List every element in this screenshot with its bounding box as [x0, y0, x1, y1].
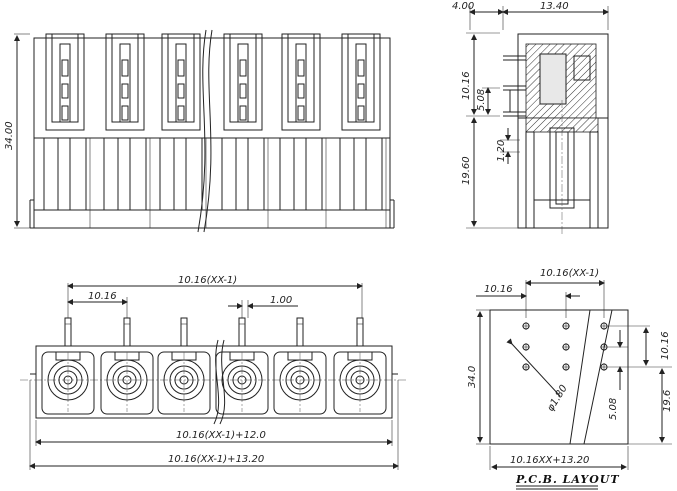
- bottom-unit: [333, 317, 387, 415]
- pcb-dim-row2: 5.08: [608, 398, 619, 420]
- pcb-dim-span: 10.16(XX-1): [540, 268, 599, 279]
- dim-10-16: 10.16: [461, 71, 472, 100]
- bottom-front-view: 10.16(XX-1) 10.16 1.00 10.16(XX-1)+12.0 …: [20, 275, 408, 470]
- pcb-dim-row: 10.16: [660, 331, 671, 360]
- dim-length-b: 10.16(XX-1)+13.20: [168, 454, 264, 465]
- front-unit: [221, 33, 269, 228]
- dim-1-20: 1.20: [496, 140, 507, 162]
- dim-length-a: 10.16(XX-1)+12.0: [176, 430, 266, 441]
- pcb-dim-hole: φ1.80: [545, 383, 570, 413]
- dim-pitch: 10.16: [88, 291, 117, 302]
- bottom-unit: [215, 317, 269, 415]
- pcb-dim-pitch: 10.16: [484, 284, 513, 295]
- top-front-view: 34.00: [4, 33, 395, 229]
- top-side-view: 4.00 13.40 10.16 19.60 5.08 1.20: [452, 1, 609, 236]
- bottom-unit: [100, 317, 154, 415]
- dim-19-60: 19.60: [461, 156, 472, 185]
- pcb-dim-width: 10.16XX+13.20: [510, 455, 589, 466]
- bottom-unit: [41, 317, 95, 415]
- bottom-unit: [273, 317, 327, 415]
- bottom-terminal-units: [41, 317, 387, 425]
- pcb-holes: [522, 322, 608, 371]
- front-terminal-units: [43, 29, 387, 233]
- front-unit: [103, 33, 151, 228]
- pcb-layout-view: 10.16(XX-1) 10.16 φ1.80 10.16 19: [467, 268, 673, 490]
- pcb-dim-depth: 19.6: [662, 390, 673, 412]
- bottom-unit: [157, 317, 211, 415]
- dim-pin: 1.00: [270, 295, 292, 306]
- front-unit: [159, 33, 207, 228]
- dim-13-40: 13.40: [540, 1, 569, 12]
- dim-5-08: 5.08: [476, 89, 487, 111]
- front-unit: [279, 33, 327, 228]
- front-unit: [339, 33, 387, 228]
- dim-height-label: 34.00: [4, 121, 15, 150]
- dim-span: 10.16(XX-1): [178, 275, 237, 286]
- pcb-title: P.C.B. LAYOUT: [515, 473, 620, 486]
- pcb-dim-edge: 34.0: [467, 366, 478, 388]
- front-unit: [43, 33, 91, 228]
- dim-4-00: 4.00: [452, 1, 474, 12]
